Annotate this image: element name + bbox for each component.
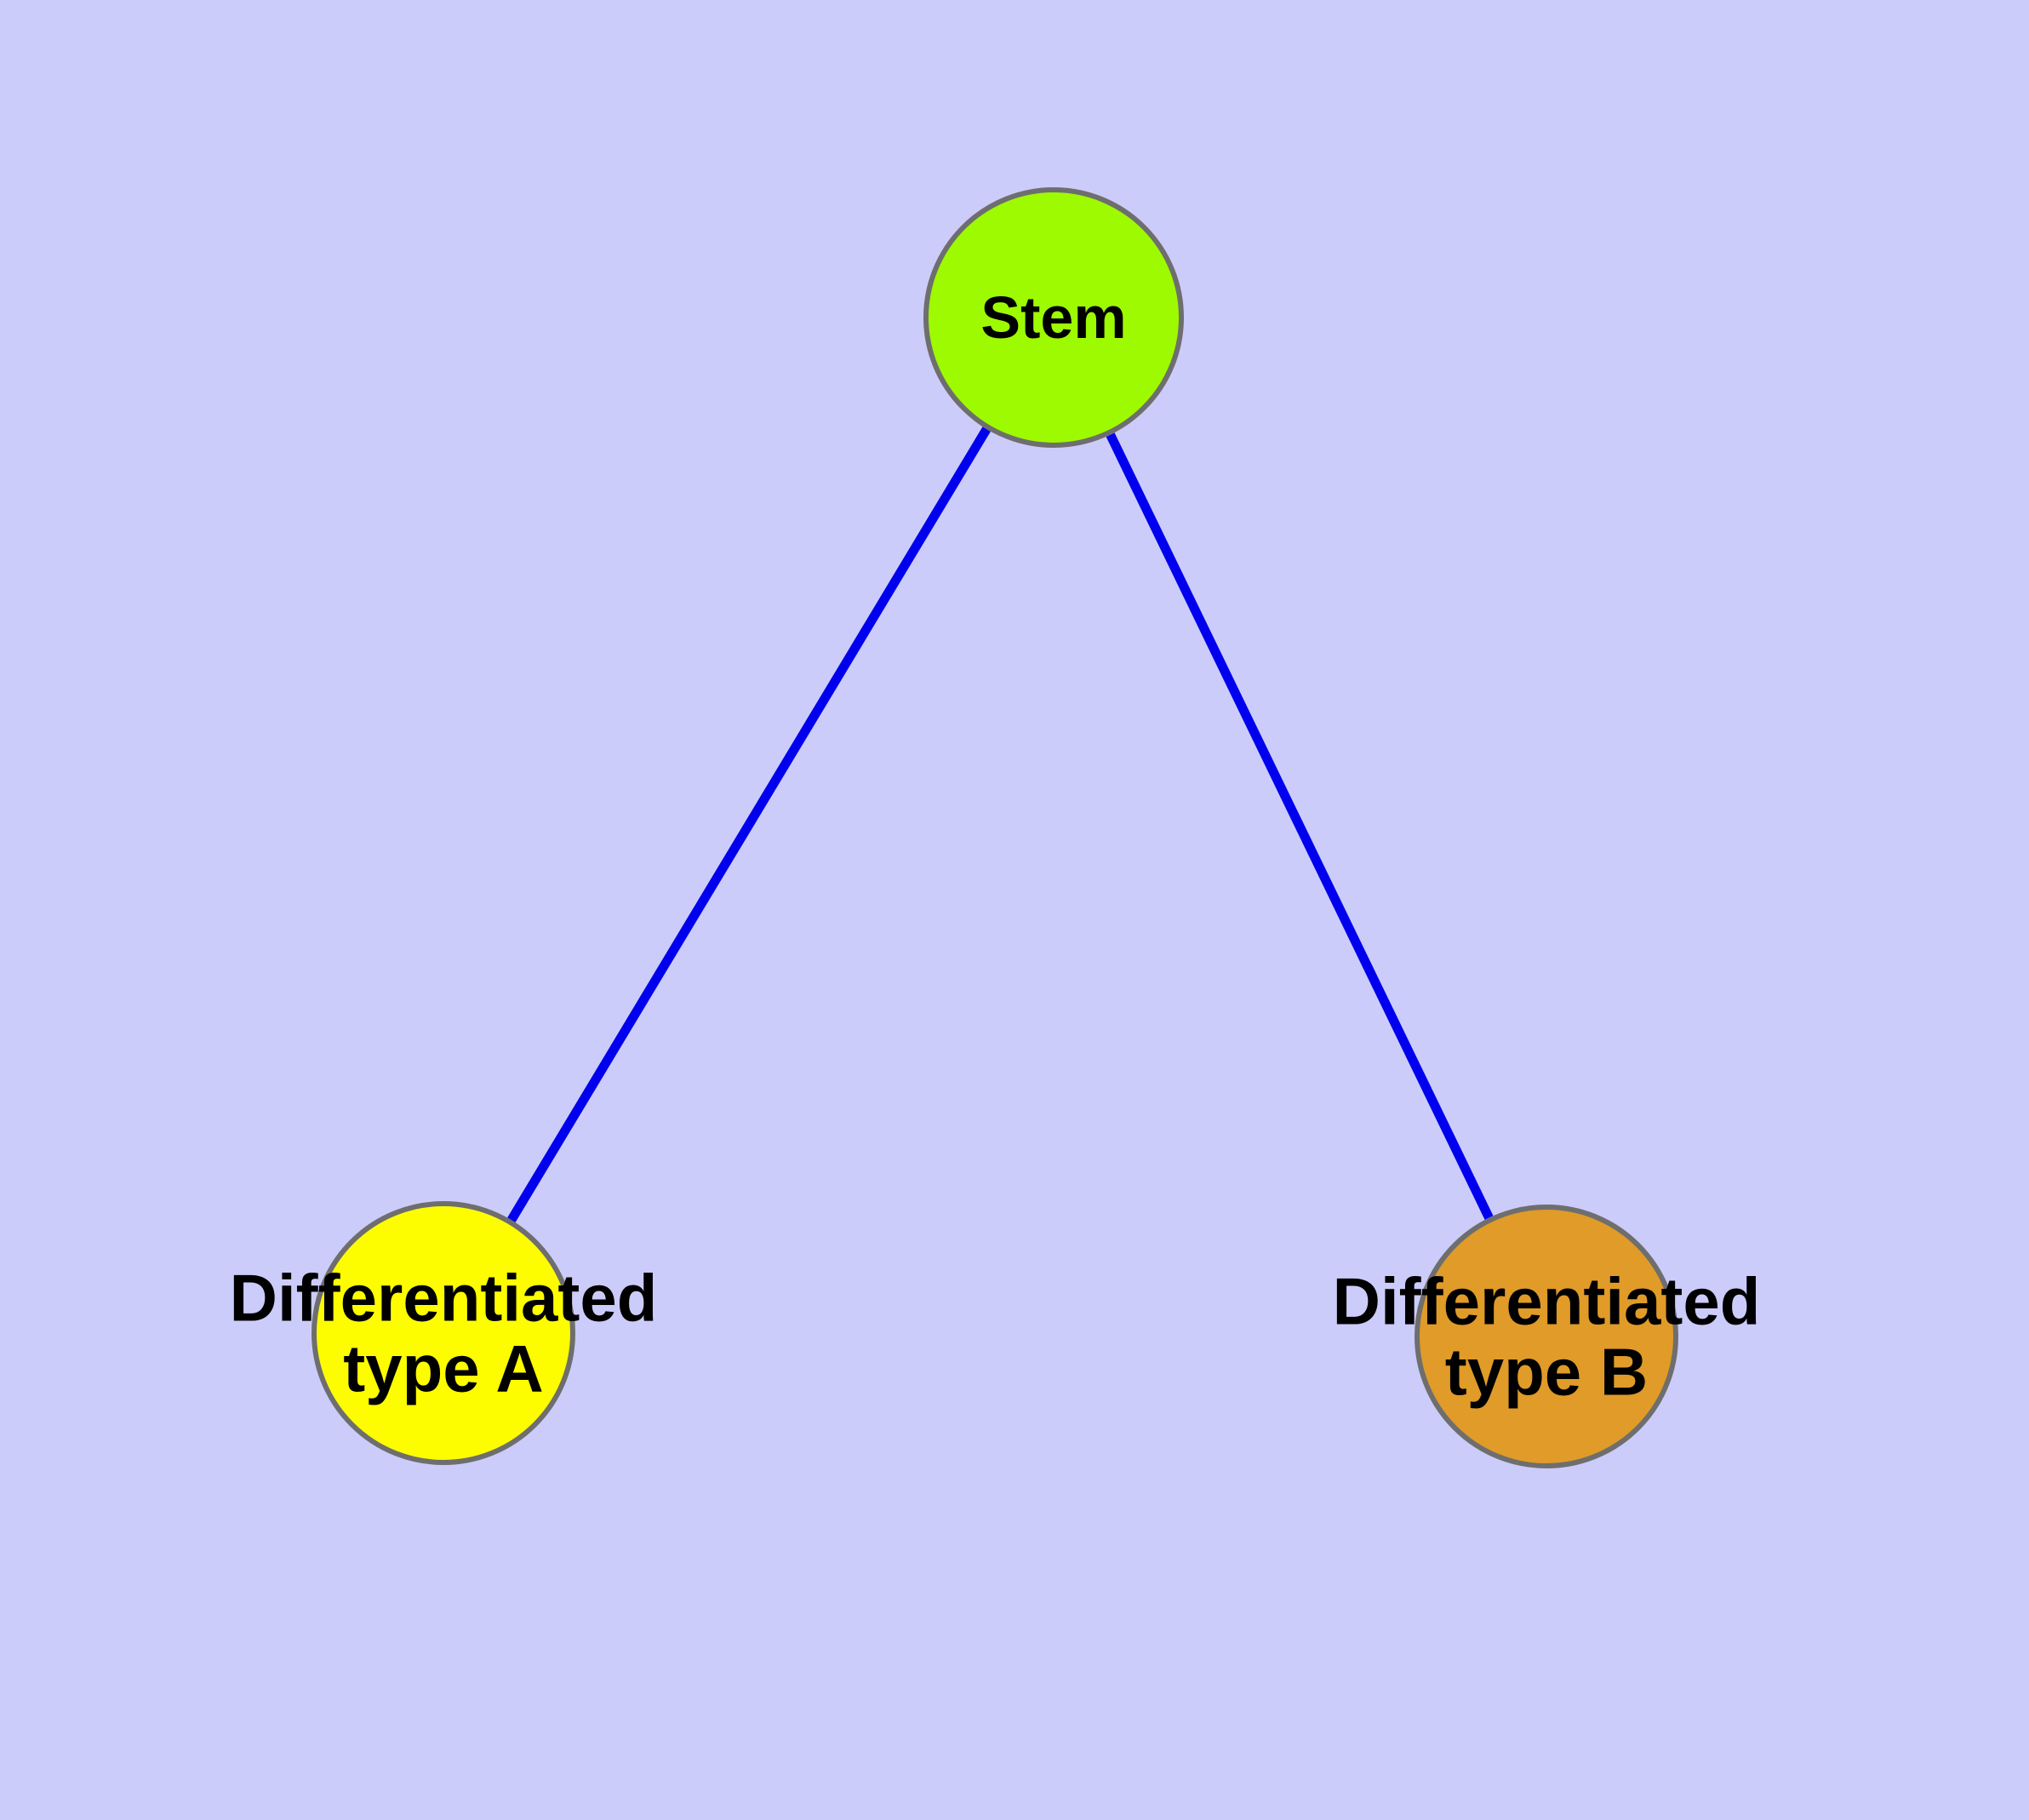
graph-node-diff_b[interactable] <box>1415 1205 1678 1468</box>
graph-node-stem[interactable] <box>923 187 1184 448</box>
graph-node-diff_a[interactable] <box>311 1201 575 1465</box>
edge-layer <box>507 426 1494 1222</box>
node-layer <box>311 187 1678 1468</box>
graph-edge-stem-to-b <box>1106 432 1494 1220</box>
graph-edge-stem-to-a <box>507 426 991 1222</box>
